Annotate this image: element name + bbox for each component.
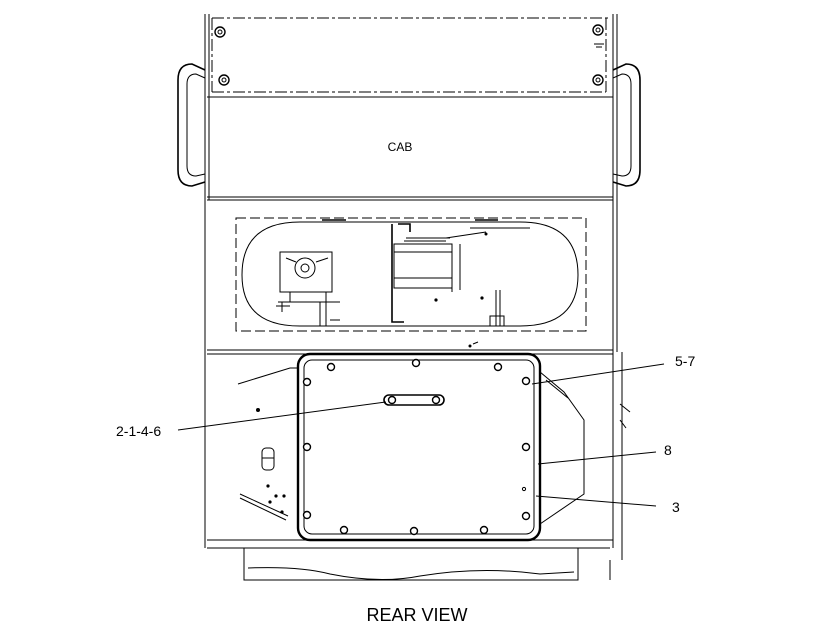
callout-8: 8 bbox=[664, 442, 672, 458]
leader-2-1-4-6 bbox=[177, 401, 387, 431]
callout-5-7: 5-7 bbox=[675, 353, 695, 369]
callout-2-1-4-6: 2-1-4-6 bbox=[116, 423, 161, 439]
right-grab-handle bbox=[612, 63, 641, 187]
cab-section bbox=[207, 96, 613, 201]
view-title: REAR VIEW bbox=[366, 605, 467, 625]
rear-cover-plate bbox=[296, 352, 542, 542]
machine-body bbox=[204, 14, 623, 580]
leader-5-7 bbox=[531, 363, 665, 385]
cover-handle bbox=[383, 394, 445, 406]
engine-compartment bbox=[235, 217, 587, 332]
lower-rear-section bbox=[207, 341, 631, 581]
left-grab-handle bbox=[177, 63, 206, 187]
cab-corner-bolts bbox=[214, 24, 604, 86]
leader-lines bbox=[177, 363, 665, 507]
callout-3: 3 bbox=[672, 499, 680, 515]
leader-8 bbox=[537, 451, 657, 465]
cab-label: CAB bbox=[388, 140, 413, 154]
cover-bolts bbox=[302, 358, 531, 536]
leader-3 bbox=[535, 495, 657, 507]
